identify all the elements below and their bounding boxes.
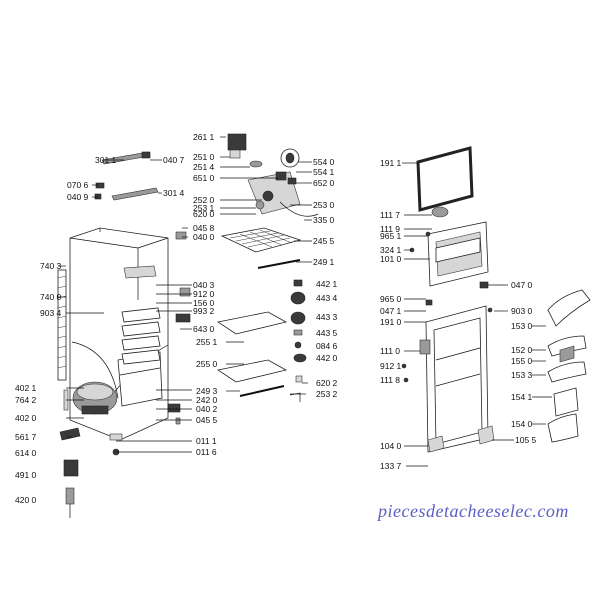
part-label: 912 1 bbox=[380, 361, 402, 371]
part-label: 301 1 bbox=[95, 155, 117, 165]
part-label: 011 6 bbox=[196, 447, 217, 457]
part-label: 301 4 bbox=[163, 188, 185, 198]
evaporator-rack bbox=[175, 227, 302, 269]
part-label: 652 0 bbox=[313, 178, 335, 188]
part-label: 251 0 bbox=[193, 152, 215, 162]
part-label: 040 9 bbox=[67, 192, 89, 202]
part-label: 070 6 bbox=[67, 180, 89, 190]
part-label: 040 3 bbox=[193, 280, 215, 290]
part-label: 152 0 bbox=[511, 345, 533, 355]
part-label: 335 0 bbox=[313, 215, 335, 225]
part-label: 252 0 bbox=[193, 195, 215, 205]
compressor bbox=[72, 381, 118, 415]
part-label: 620 2 bbox=[316, 378, 338, 388]
freezer-gasket bbox=[416, 146, 474, 212]
part-label: 651 0 bbox=[193, 173, 215, 183]
part-label: 993 2 bbox=[193, 306, 215, 316]
part-label: 242 0 bbox=[196, 395, 218, 405]
leader-lines bbox=[58, 136, 552, 467]
freezer-door bbox=[409, 206, 489, 287]
part-label: 443 3 bbox=[316, 312, 338, 322]
part-label: 045 8 bbox=[193, 223, 215, 233]
part-label: 255 0 bbox=[196, 359, 218, 369]
part-labels: 301 1 040 7 070 6 040 9 301 4 261 1 251 … bbox=[15, 132, 537, 505]
part-label: 084 6 bbox=[316, 341, 338, 351]
part-label: 040 2 bbox=[196, 404, 218, 414]
part-label: 156 0 bbox=[193, 298, 215, 308]
part-label: 133 7 bbox=[380, 461, 402, 471]
part-label: 764 2 bbox=[15, 395, 37, 405]
part-label: 442 1 bbox=[316, 279, 338, 289]
part-label: 105 5 bbox=[515, 435, 537, 445]
part-label: 491 0 bbox=[15, 470, 37, 480]
part-label: 255 1 bbox=[196, 337, 218, 347]
part-label: 245 5 bbox=[313, 236, 335, 246]
part-label: 324 1 bbox=[380, 245, 402, 255]
door-bins bbox=[547, 289, 591, 443]
part-label: 045 5 bbox=[196, 415, 218, 425]
glass-shelves bbox=[216, 311, 288, 397]
part-label: 443 4 bbox=[316, 293, 338, 303]
part-label: 554 1 bbox=[313, 167, 335, 177]
part-label: 965 0 bbox=[380, 294, 402, 304]
part-label: 191 0 bbox=[380, 317, 402, 327]
part-label: 104 0 bbox=[380, 441, 402, 451]
condenser-coil bbox=[57, 269, 67, 381]
part-label: 047 0 bbox=[511, 280, 533, 290]
part-label: 261 1 bbox=[193, 132, 215, 142]
part-label: 153 3 bbox=[511, 370, 533, 380]
part-label: 443 5 bbox=[316, 328, 338, 338]
part-label: 253 1 bbox=[193, 203, 215, 213]
part-label: 111 9 bbox=[380, 224, 400, 234]
part-label: 154 0 bbox=[511, 419, 533, 429]
lamp-parts bbox=[289, 279, 307, 402]
part-label: 643 0 bbox=[193, 324, 215, 334]
part-label: 740 3 bbox=[40, 261, 62, 271]
cabinet-shelves bbox=[121, 265, 161, 365]
part-label: 620 0 bbox=[193, 209, 215, 219]
part-label: 011 1 bbox=[196, 436, 217, 446]
part-label: 249 1 bbox=[313, 257, 335, 267]
part-label: 154 1 bbox=[511, 392, 533, 402]
part-label: 251 4 bbox=[193, 162, 215, 172]
part-label: 153 0 bbox=[511, 321, 533, 331]
part-label: 111 0 bbox=[380, 346, 400, 356]
part-label: 249 3 bbox=[196, 386, 218, 396]
part-label: 111 7 bbox=[380, 210, 400, 220]
part-label: 047 1 bbox=[380, 306, 402, 316]
part-label: 402 0 bbox=[15, 413, 37, 423]
top-rails bbox=[94, 151, 159, 201]
part-label: 111 8 bbox=[380, 375, 400, 385]
part-label: 253 2 bbox=[316, 389, 338, 399]
part-label: 554 0 bbox=[313, 157, 335, 167]
part-label: 101 0 bbox=[380, 254, 402, 264]
part-label: 903 4 bbox=[40, 308, 62, 318]
part-label: 420 0 bbox=[15, 495, 37, 505]
part-label: 040 0 bbox=[193, 232, 215, 242]
thermostat-assembly bbox=[227, 133, 319, 217]
part-label: 965 1 bbox=[380, 231, 402, 241]
part-label: 191 1 bbox=[380, 158, 402, 168]
part-label: 561 7 bbox=[15, 432, 37, 442]
part-label: 402 1 bbox=[15, 383, 37, 393]
part-label: 253 0 bbox=[313, 200, 335, 210]
part-label: 155 0 bbox=[511, 356, 533, 366]
part-label: 740 0 bbox=[40, 292, 62, 302]
fridge-door bbox=[401, 281, 495, 453]
part-label: 912 0 bbox=[193, 289, 215, 299]
part-label: 614 0 bbox=[15, 448, 37, 458]
part-label: 040 7 bbox=[163, 155, 185, 165]
part-label: 442 0 bbox=[316, 353, 338, 363]
website-watermark: piecesdetacheeselec.com bbox=[376, 501, 569, 521]
part-label: 903 0 bbox=[511, 306, 533, 316]
